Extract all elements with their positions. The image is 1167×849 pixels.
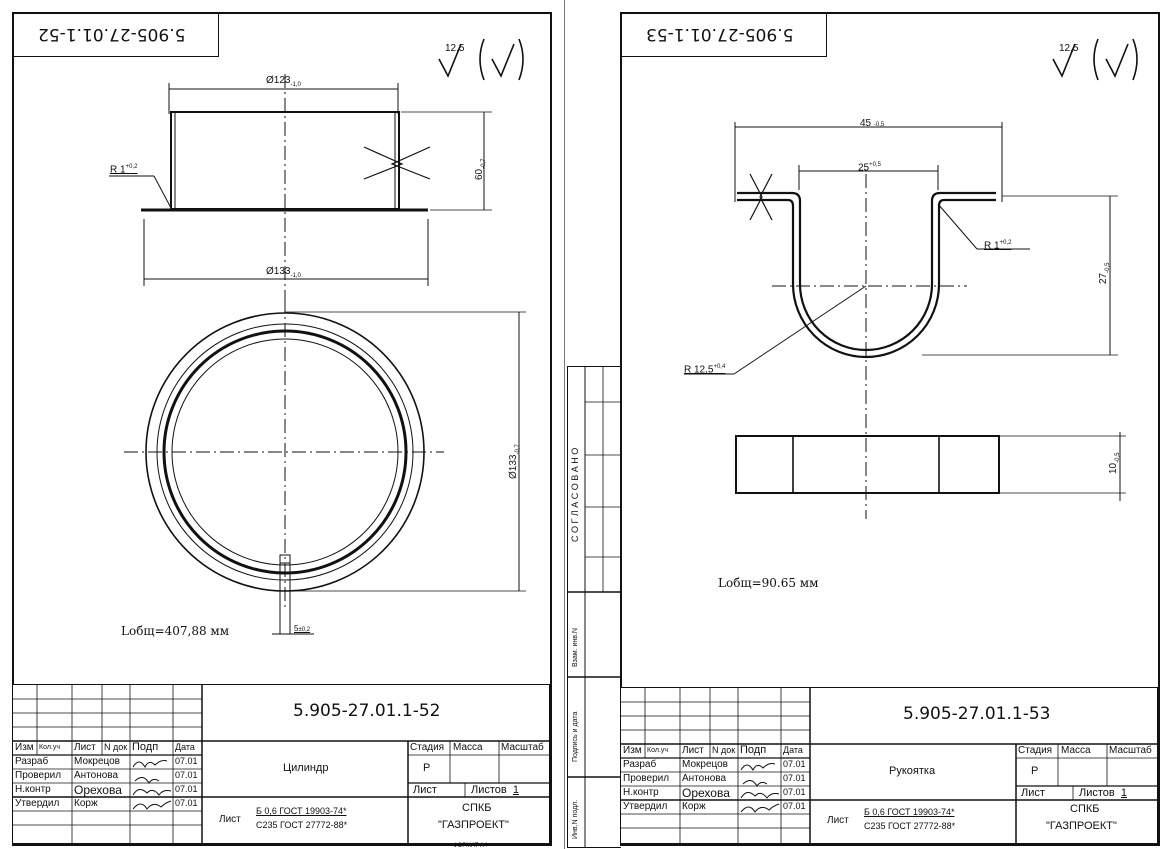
r-row2-role: Проверил: [623, 773, 670, 784]
r-col-izm: Изм: [623, 745, 642, 756]
right-stamp-grid: [621, 688, 1157, 843]
row2-name: Антонова: [74, 770, 119, 781]
r-row3-name: Орехова: [682, 786, 730, 800]
right-dim-inner-width: 25+0,5: [858, 162, 881, 174]
right-sheet: 5.905-27.01.1-53 12,5: [620, 12, 1160, 846]
right-mirrored-number-box: 5.905-27.01.1-53: [620, 12, 827, 57]
side-podpis: Подпись и дата: [572, 711, 579, 762]
r-sheet-label: Лист: [1021, 787, 1045, 799]
row1-name: Мокрецов: [74, 756, 120, 767]
side-strip: С О Г Л А С О В А Н О Взам. инв.N Подпис…: [567, 366, 621, 848]
left-dim-radius: R 1+0,2: [110, 164, 138, 176]
side-vzam: Взам. инв.N: [572, 628, 579, 667]
r-row3-date: 07.01: [783, 787, 806, 797]
row2-date: 07.01: [175, 770, 198, 780]
r-org-line-2: "ГАЗПРОЕКТ": [1046, 820, 1117, 832]
right-dim-height: 27-0,5: [1098, 262, 1111, 284]
right-material-1: Б 0,6 ГОСТ 19903-74*: [864, 807, 955, 817]
r-col-ndok: N док: [712, 745, 736, 755]
left-sheet: 5.905-27.01.1-52 12,5: [12, 12, 552, 846]
left-dim-top-diameter: Ø123-1,0: [266, 75, 301, 89]
r-col-data: Дата: [783, 745, 803, 755]
right-dim-radius-big: R 12,5+0,4: [684, 364, 726, 376]
r-row1-date: 07.01: [783, 759, 806, 769]
side-strip-grid: [568, 367, 621, 847]
col-list: Лист: [74, 742, 96, 753]
r-stage-value: Р: [1031, 765, 1039, 777]
row1-role: Разраб: [15, 756, 49, 767]
right-dim-strip-width: 10-0,5: [1108, 452, 1121, 474]
r-row4-role: Утвердил: [623, 801, 668, 812]
left-dim-ring-diameter: Ø133-0,7: [508, 444, 521, 479]
row3-name: Орехова: [74, 783, 122, 797]
left-roughness-symbol: [438, 38, 524, 81]
r-col-kol: Кол.уч: [647, 747, 668, 754]
left-dim-gap: 5±0,2: [294, 624, 311, 634]
r-row1-name: Мокрецов: [682, 759, 728, 770]
row1-date: 07.01: [175, 756, 198, 766]
r-row4-date: 07.01: [783, 801, 806, 811]
sheet-label: Лист: [413, 784, 437, 796]
right-part-title: Рукоятка: [889, 765, 936, 777]
right-roughness-symbol: [1052, 38, 1138, 81]
org-line-2: "ГАЗПРОЕКТ": [438, 819, 509, 831]
row4-name: Корж: [74, 798, 98, 809]
row3-role: Н.контр: [15, 784, 51, 795]
r-row4-name: Корж: [682, 801, 706, 812]
r-sheets-label: Листов 1: [1079, 787, 1127, 799]
r-row2-date: 07.01: [783, 773, 806, 783]
col-data: Дата: [175, 742, 195, 752]
col-podp: Подп: [132, 741, 159, 753]
left-material-1: Б 0,6 ГОСТ 19903-74*: [256, 806, 347, 816]
left-stamp-doc-number: 5.905-27.01.1-52: [293, 701, 441, 721]
page-divider: [564, 0, 565, 849]
stage-value: Р: [423, 762, 431, 774]
r-col-podp: Подп: [740, 744, 767, 756]
scale-label: Масштаб: [501, 742, 544, 753]
stage-label: Стадия: [410, 742, 445, 753]
side-soglasovano: С О Г Л А С О В А Н О: [570, 447, 580, 542]
right-dim-outer-width: 45 -0,5: [860, 118, 885, 129]
right-stamp-doc-number: 5.905-27.01.1-53: [903, 704, 1051, 724]
left-dim-height: 60-0,7: [474, 158, 487, 180]
col-kol: Кол.уч: [39, 744, 60, 751]
left-stamp-grid: [13, 685, 549, 843]
left-title-block: 5.905-27.01.1-52 Изм Кол.уч Лист N док П…: [12, 684, 550, 844]
mass-label: Масса: [453, 742, 483, 753]
row4-role: Утвердил: [15, 798, 60, 809]
left-dim-bottom-diameter: Ø133-1,0: [266, 266, 301, 280]
r-row3-role: Н.контр: [623, 787, 659, 798]
r-row1-role: Разраб: [623, 759, 657, 770]
row4-date: 07.01: [175, 798, 198, 808]
r-row2-name: Антонова: [682, 773, 727, 784]
left-mirrored-number-box: 5.905-27.01.1-52: [12, 12, 219, 57]
side-inv: Инв.N подл.: [572, 799, 579, 839]
left-cylinder-drawing: [109, 74, 526, 635]
right-roughness-value: 12,5: [1059, 43, 1079, 54]
right-material-2: С235 ГОСТ 27772-88*: [864, 821, 956, 831]
right-total-length: Lобщ=90.65 мм: [718, 576, 819, 590]
list-prefix: Лист: [219, 814, 241, 825]
org-line-1: СПКБ: [462, 802, 492, 814]
right-dim-radius-small: R 1+0,2: [984, 240, 1012, 252]
col-izm: Изм: [15, 742, 34, 753]
r-scale-label: Масштаб: [1109, 745, 1152, 756]
r-stage-label: Стадия: [1018, 745, 1053, 756]
r-col-list: Лист: [682, 745, 704, 756]
r-mass-label: Масса: [1061, 745, 1091, 756]
right-handle-drawing: [684, 122, 1126, 519]
format-label: ФОРМАТ А4: [453, 843, 488, 849]
row2-role: Проверил: [15, 770, 62, 781]
left-roughness-value: 12,5: [445, 43, 465, 54]
left-part-title: Цилиндр: [283, 762, 329, 774]
right-title-block: 5.905-27.01.1-53 Изм Кол.уч Лист N док П…: [620, 687, 1158, 844]
r-org-line-1: СПКБ: [1070, 803, 1100, 815]
left-total-length: Lобщ=407,88 мм: [121, 624, 230, 638]
col-ndok: N док: [104, 742, 128, 752]
sheets-label: Листов 1: [471, 784, 519, 796]
r-list-prefix: Лист: [827, 815, 849, 826]
row3-date: 07.01: [175, 784, 198, 794]
left-material-2: С235 ГОСТ 27772-88*: [256, 820, 348, 830]
